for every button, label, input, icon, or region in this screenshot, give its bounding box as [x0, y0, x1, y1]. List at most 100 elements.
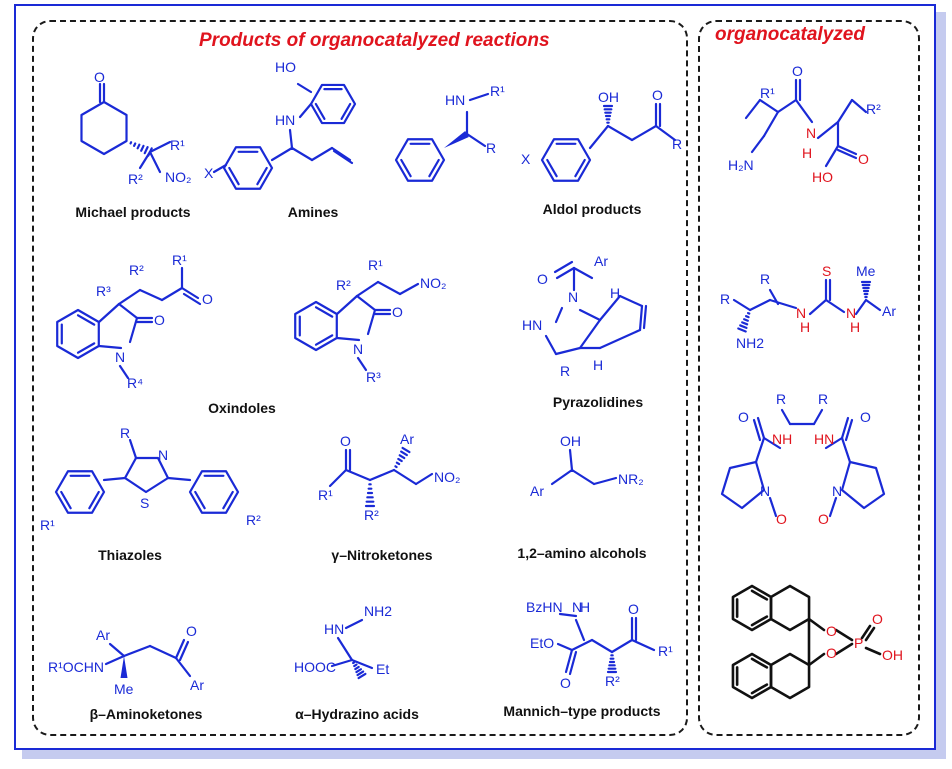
atom-label-r1: R¹ [318, 487, 333, 503]
nk-hash2 [397, 457, 403, 463]
atom-label-h: H [802, 145, 812, 161]
bond [836, 148, 858, 160]
caption-mannich-products: Mannich–type products [503, 703, 661, 719]
atom-label-o: O [792, 63, 803, 79]
nk-hash2 [401, 446, 411, 454]
aromatic-bond [60, 490, 72, 510]
aromatic-bond [340, 102, 352, 120]
aromatic-bond [750, 683, 769, 695]
atom-label-o: O [202, 291, 213, 307]
aromatic-bond [88, 490, 100, 510]
bond [776, 98, 798, 114]
bond [122, 644, 152, 658]
bond [108, 642, 126, 658]
atom-label-r: R [720, 291, 730, 307]
bond [296, 82, 313, 94]
bond [180, 286, 200, 300]
bond [128, 316, 139, 344]
atom-label-eto: EtO [530, 635, 554, 651]
bond [756, 416, 766, 440]
tu-hash [739, 324, 748, 330]
bond [836, 144, 858, 156]
bond [465, 132, 487, 148]
aromatic-bond [428, 158, 440, 178]
atom-label-me: Me [114, 681, 134, 697]
aromatic-bond [750, 657, 769, 669]
atom-label-o: O [537, 271, 548, 287]
atom-label-r: R [776, 391, 786, 407]
pyrrolidine1 [720, 460, 766, 510]
bond [128, 438, 138, 460]
atom-label-ho-acid: HO [812, 169, 833, 185]
bond [366, 308, 377, 336]
atom-label-r3: R³ [366, 369, 381, 385]
bond [344, 618, 364, 630]
binol-ring2 [769, 584, 811, 632]
bond [174, 638, 186, 660]
caption-amines: Amines [287, 204, 339, 220]
hz-hash [352, 661, 356, 665]
bond [762, 110, 780, 138]
atom-label-o: O [776, 511, 787, 527]
bond [840, 436, 852, 464]
atom-label-o: O [826, 623, 837, 639]
atom-label-o: O [94, 69, 105, 85]
atom-label-hn: HN [324, 621, 344, 637]
atom-label-hn: HN [275, 112, 295, 128]
bond [768, 298, 798, 310]
bond [166, 476, 192, 482]
bond [288, 128, 294, 150]
thiazole-aryl1 [54, 470, 106, 514]
atom-label-hn: HN [522, 317, 542, 333]
bond [572, 266, 594, 280]
hz-hash [354, 665, 360, 671]
atom-label-r1: R¹ [172, 252, 187, 268]
bond [564, 648, 574, 674]
bond [758, 98, 780, 114]
atom-label-o: O [652, 87, 663, 103]
bond [570, 468, 596, 486]
caption-pyrazolidines: Pyrazolidines [552, 394, 644, 410]
atom-label-x: X [204, 165, 214, 181]
bond [336, 636, 354, 662]
bond [768, 496, 778, 518]
atom-label-no2: NO₂ [165, 169, 191, 185]
atom-label-s: S [822, 263, 831, 279]
caption-aminoketones: β–Aminoketones [89, 706, 203, 722]
thiazole-aryl2 [188, 470, 240, 514]
bond [854, 298, 868, 316]
aromatic-bond [314, 334, 334, 346]
bond [568, 650, 578, 676]
bond [834, 628, 854, 642]
tu-hash [741, 321, 749, 326]
atom-label-n: N [568, 289, 578, 305]
nk-hash2 [395, 461, 401, 466]
bond [754, 436, 766, 464]
bond [376, 280, 402, 296]
bond [570, 638, 594, 652]
caption-oxindoles: Oxindoles [208, 400, 276, 416]
bond [335, 336, 361, 342]
atom-label-ar: Ar [882, 303, 896, 319]
caption-hydrazino-acids: α–Hydrazino acids [295, 706, 419, 722]
atom-label-bzhn: BzHN [526, 599, 563, 615]
atom-label-o: O [738, 409, 749, 425]
bond [834, 642, 854, 656]
atom-label-ar: Ar [530, 483, 544, 499]
atom-label-o: O [560, 675, 571, 691]
atom-label-r2: R² [246, 512, 261, 528]
bond [598, 294, 622, 322]
bond [182, 292, 202, 306]
bond [642, 304, 648, 330]
binol-ring3 [731, 652, 773, 700]
bond [558, 612, 578, 618]
aromatic-bond [314, 306, 334, 318]
products-title: Products of organocatalyzed reactions [196, 30, 553, 52]
amide-bond [794, 98, 814, 124]
bond [744, 98, 762, 120]
bond [298, 102, 313, 119]
products-panel [32, 20, 688, 736]
bond [290, 146, 314, 162]
hz-hash [356, 670, 365, 677]
